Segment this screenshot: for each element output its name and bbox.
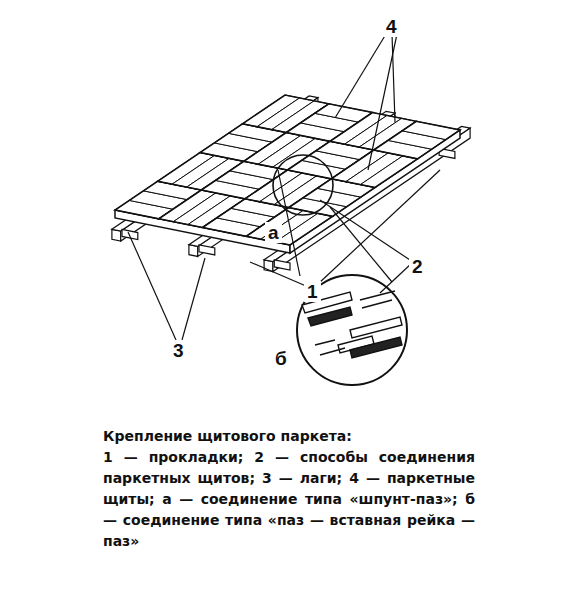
- callout-label: а: [265, 222, 282, 243]
- callout-label: б: [272, 348, 290, 369]
- leader-lines: [128, 34, 440, 340]
- drawn-shape: [360, 156, 417, 188]
- drawn-shape: [374, 121, 460, 159]
- drawn-shape: [122, 229, 138, 239]
- drawn-shape: [274, 260, 290, 270]
- callout-label: 1: [304, 281, 321, 302]
- detail-b-circle: [297, 275, 407, 385]
- figure-caption: 1 — прокладки; 2 — способы соединения па…: [103, 447, 475, 552]
- drawn-shape: [199, 245, 215, 255]
- parquet-panels: [115, 95, 460, 253]
- figure-title: Крепление щитового паркета:: [103, 426, 483, 447]
- joists: [112, 96, 470, 272]
- callout-label: 2: [409, 256, 426, 277]
- callout-label: 3: [170, 340, 187, 361]
- callout-label: 4: [383, 16, 400, 37]
- drawn-shape: [275, 213, 332, 245]
- detail-a-circle: [273, 155, 333, 215]
